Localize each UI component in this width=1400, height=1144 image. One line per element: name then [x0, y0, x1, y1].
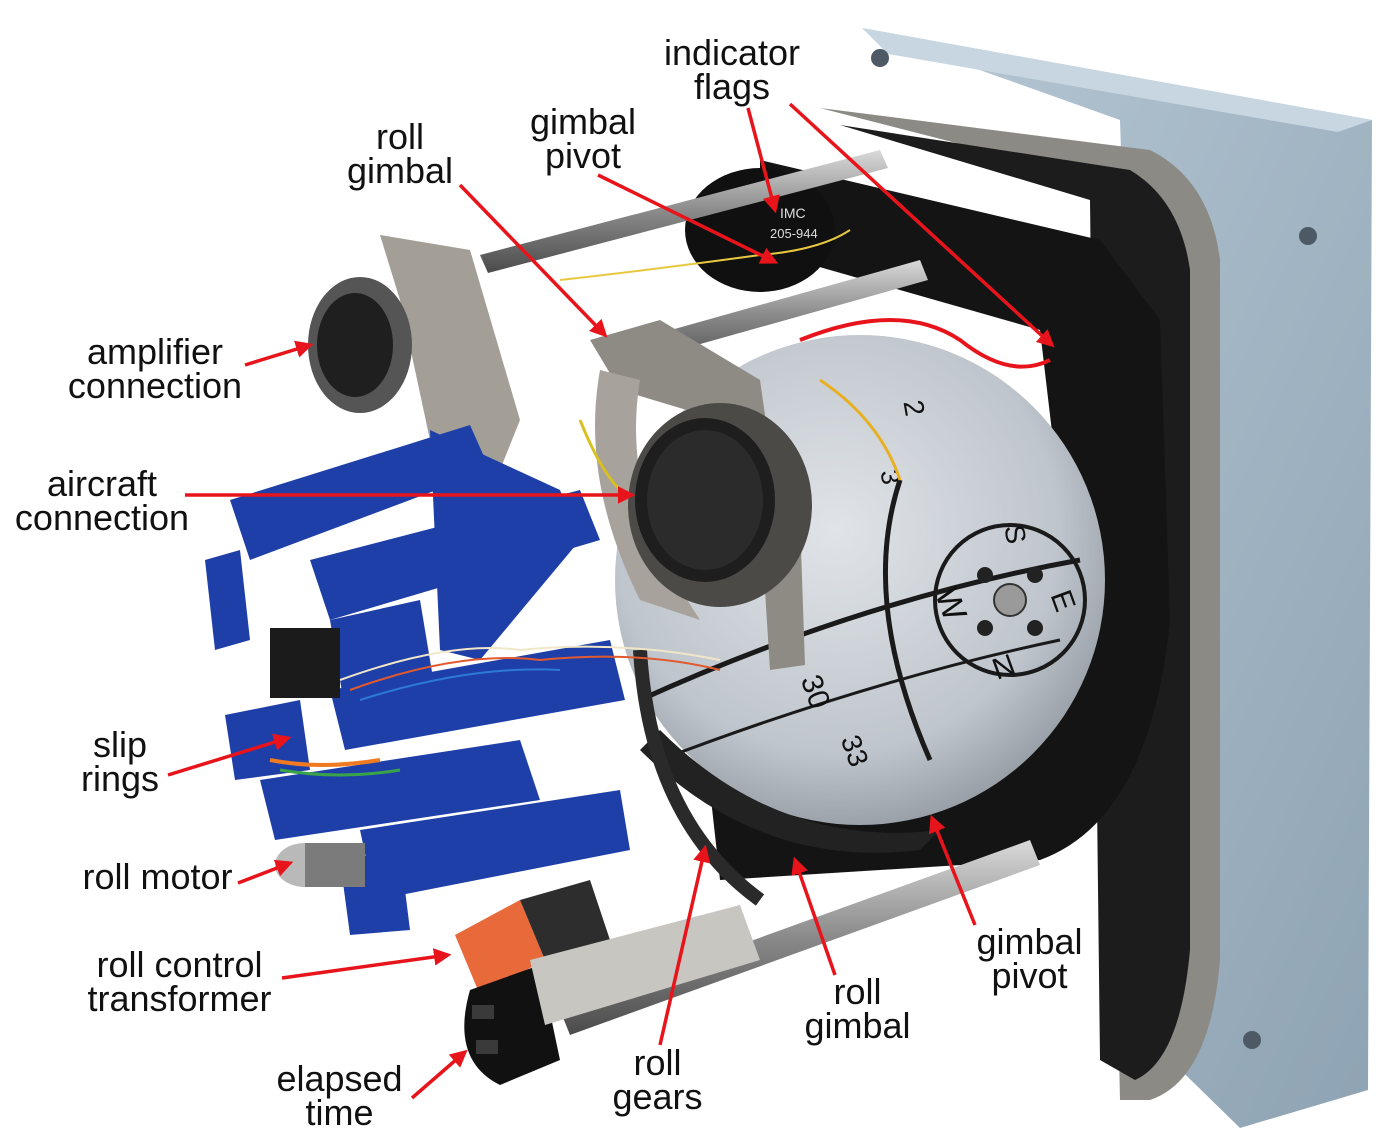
elapsed-time-counter — [464, 905, 760, 1085]
arrow-roll-motor — [237, 859, 294, 885]
plate-text-2: 205-944 — [770, 226, 818, 241]
arrow-indicator-flags-1 — [746, 107, 780, 214]
label-roll-motor-line1: roll motor — [82, 856, 233, 897]
arrow-elapsed-time — [410, 1049, 468, 1100]
aircraft-connector — [628, 403, 812, 607]
label-indicator-flags-line2: flags — [693, 66, 771, 107]
label-slip-rings: slip rings — [65, 724, 175, 799]
label-gimbal-pivot-top-line2: pivot — [544, 135, 622, 176]
label-aircraft-connection: aircraft connection — [2, 463, 202, 538]
label-gimbal-pivot-bottom-line1: gimbal — [976, 921, 1083, 962]
label-roll-gears-line2: gears — [612, 1076, 703, 1117]
amplifier-connector — [308, 235, 520, 470]
label-gimbal-pivot-bottom: gimbal pivot — [962, 921, 1097, 996]
arrow-gimbal-pivot-top — [597, 173, 779, 264]
label-gimbal-pivot-top: gimbal pivot — [516, 101, 650, 176]
label-roll-gimbal-top: roll gimbal — [335, 116, 465, 191]
arrow-indicator-flags-2 — [788, 102, 1055, 348]
label-amplifier-connection-line2: connection — [67, 365, 243, 406]
arrow-amplifier-connection — [244, 340, 314, 367]
label-roll-gimbal-bottom-line1: roll — [833, 971, 882, 1012]
ball-number-2: 2 — [898, 398, 931, 419]
slip-ring-blocks — [205, 425, 630, 935]
arrow-gimbal-pivot-bottom — [929, 814, 977, 926]
housing — [862, 28, 1372, 1128]
black-module — [270, 628, 340, 698]
arrow-slip-rings — [167, 733, 292, 777]
arrow-roll-control-transformer — [281, 948, 452, 980]
label-elapsed-time-line1: elapsed — [276, 1058, 403, 1099]
label-roll-gimbal-bottom-line2: gimbal — [804, 1005, 911, 1046]
label-elapsed-time: elapsed time — [262, 1058, 417, 1133]
label-roll-control-transformer: roll control transformer — [72, 944, 287, 1019]
roll-gimbal-ring — [633, 649, 940, 906]
label-slip-rings-line1: slip — [92, 724, 148, 765]
label-indicator-flags-line1: indicator — [663, 32, 801, 73]
label-roll-gears-line1: roll — [633, 1042, 682, 1083]
wiring — [269, 229, 1051, 777]
arrow-roll-gimbal-bottom — [791, 856, 837, 976]
label-roll-gimbal-bottom: roll gimbal — [790, 971, 925, 1046]
label-roll-control-transformer-line2: transformer — [87, 978, 272, 1019]
label-amplifier-connection: amplifier connection — [55, 331, 255, 406]
compass-s: S — [998, 522, 1032, 546]
annotation-arrows — [167, 102, 1055, 1100]
label-gimbal-pivot-top-line1: gimbal — [529, 101, 637, 142]
label-gimbal-pivot-bottom-line2: pivot — [991, 955, 1068, 996]
label-elapsed-time-line2: time — [305, 1092, 374, 1133]
plate-text-1: IMC — [780, 205, 806, 221]
label-roll-gears: roll gears — [595, 1042, 720, 1117]
arrow-roll-gears — [658, 844, 711, 1046]
label-roll-gimbal-top-line2: gimbal — [346, 150, 454, 191]
label-amplifier-connection-line1: amplifier — [86, 331, 224, 372]
arrow-roll-gimbal-top — [458, 183, 608, 338]
label-roll-control-transformer-line1: roll control — [96, 944, 263, 985]
label-roll-motor: roll motor — [70, 856, 245, 897]
label-indicator-flags: indicator flags — [650, 32, 814, 107]
label-aircraft-connection-line2: connection — [14, 497, 190, 538]
label-roll-gimbal-top-line1: roll — [375, 116, 424, 157]
label-slip-rings-line2: rings — [80, 758, 160, 799]
label-aircraft-connection-line1: aircraft — [46, 463, 158, 504]
